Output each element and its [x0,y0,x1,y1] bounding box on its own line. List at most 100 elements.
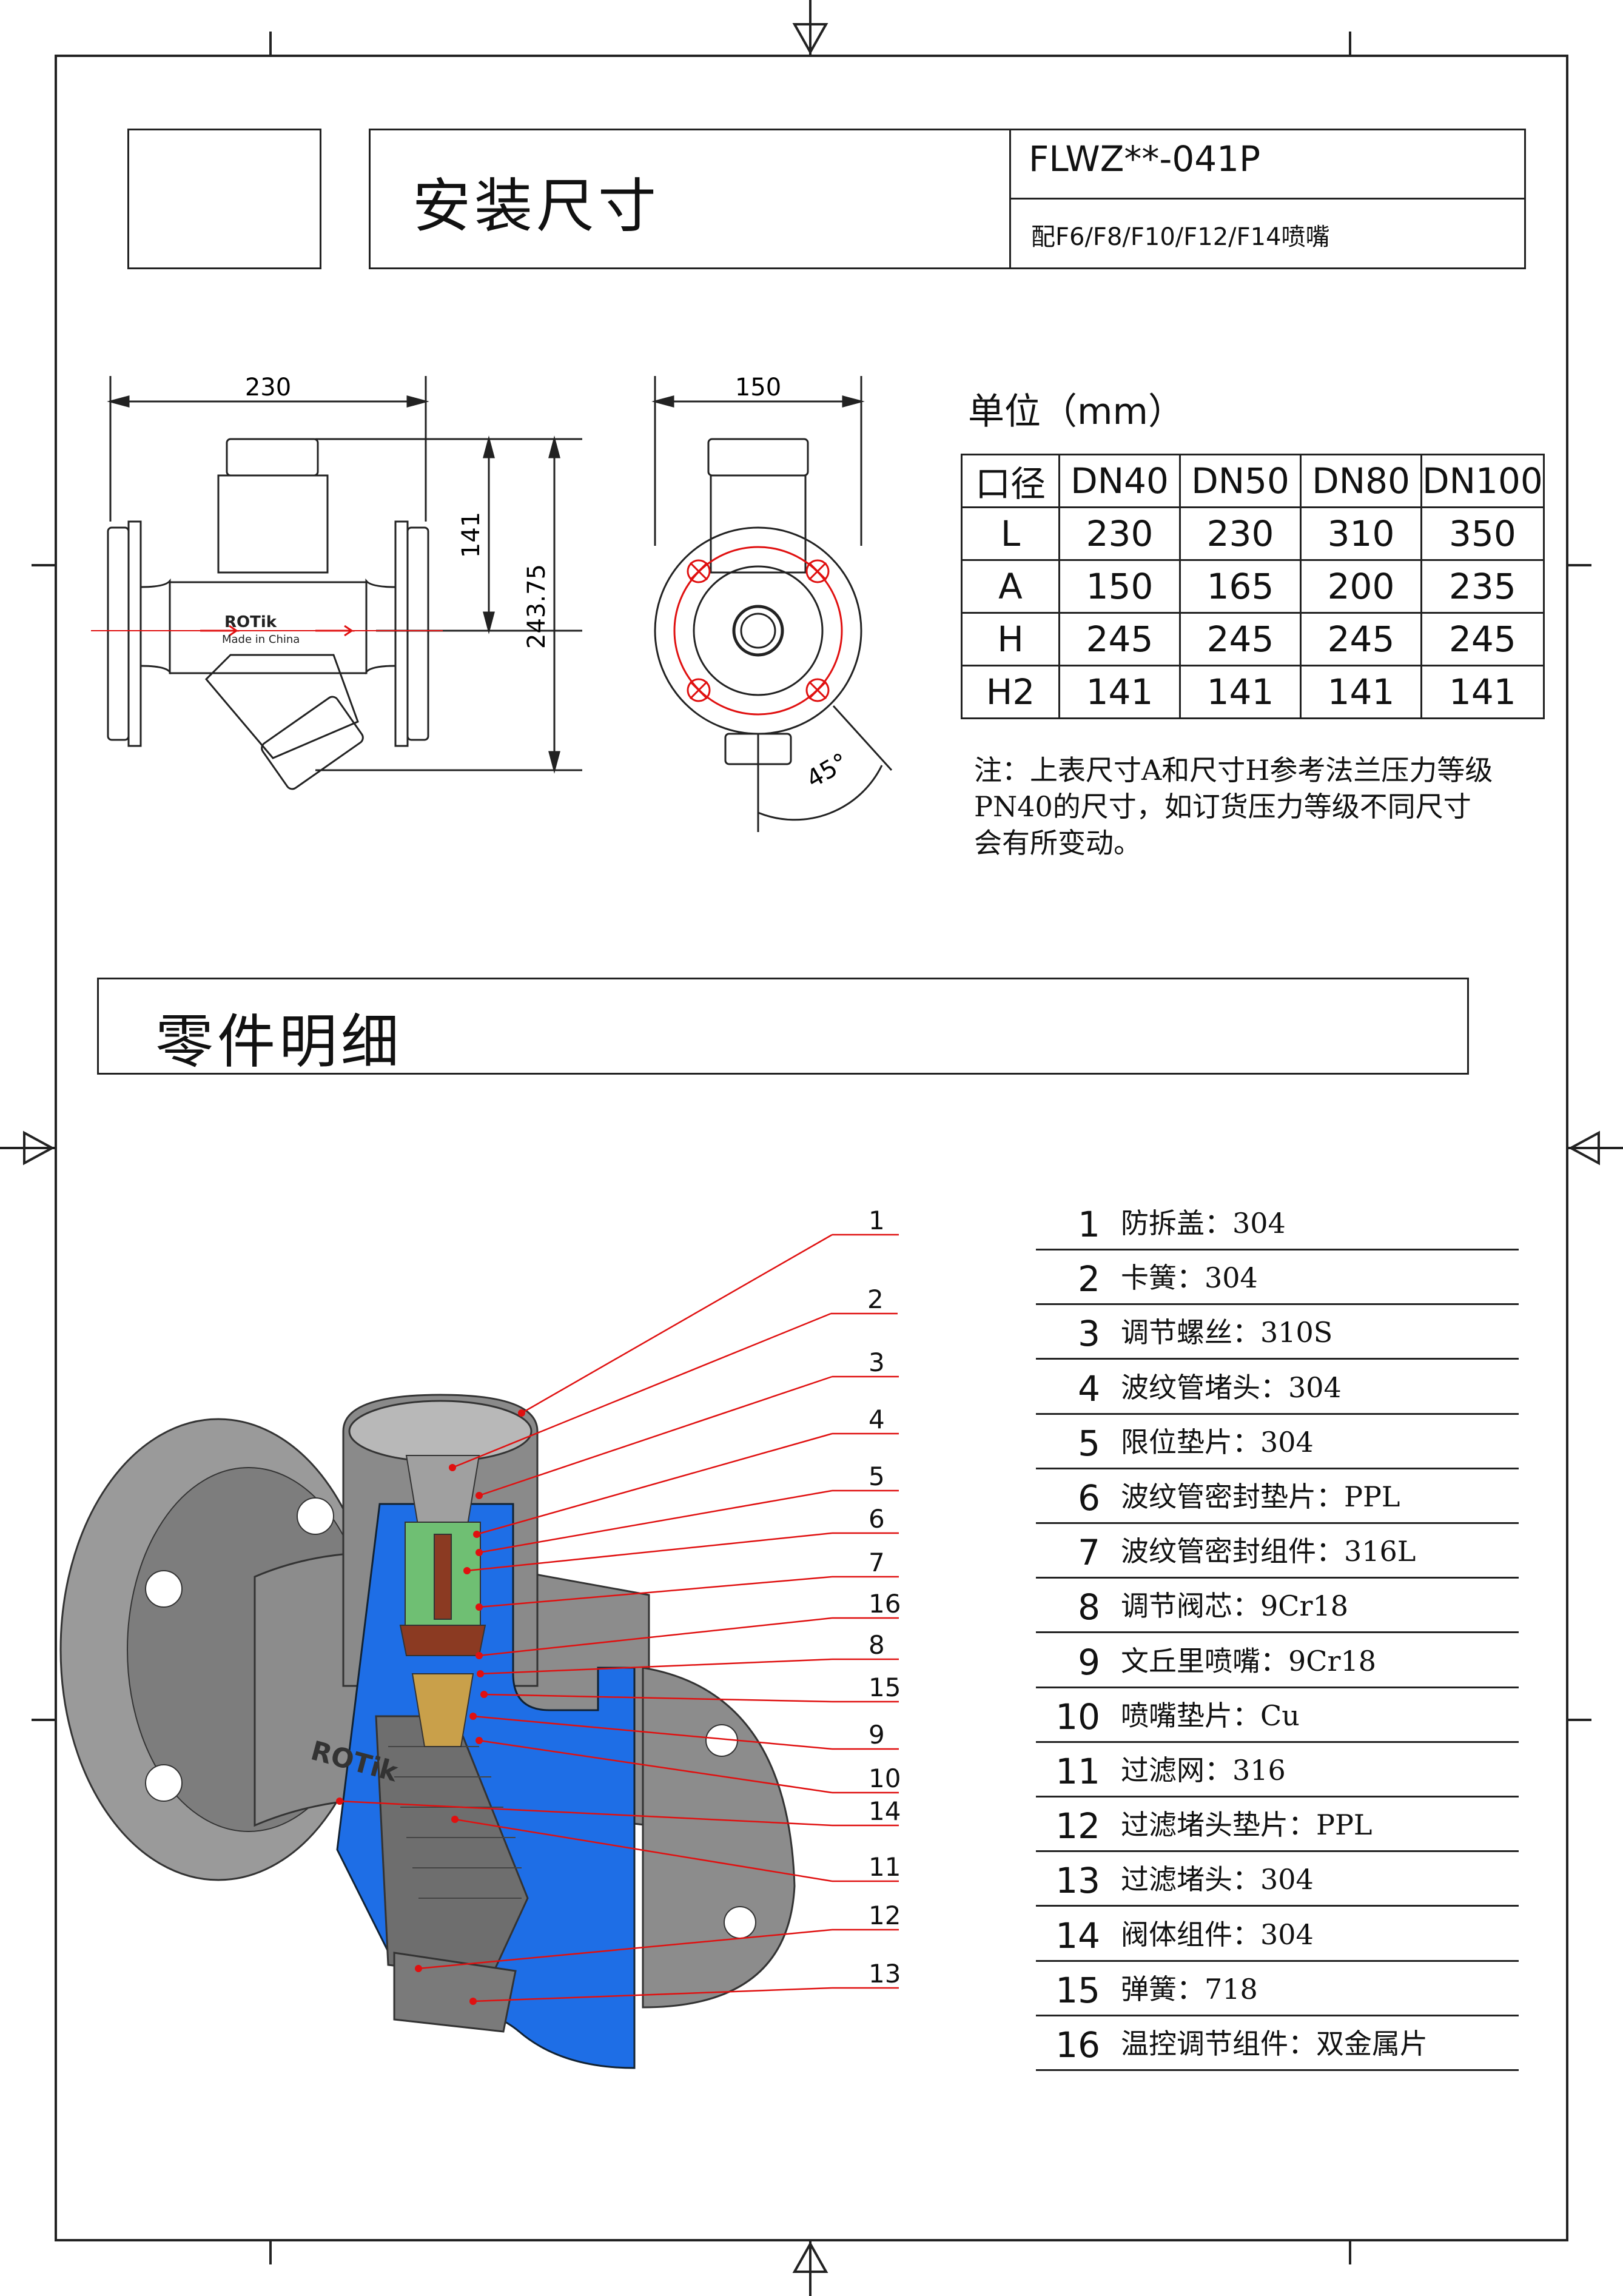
part-number: 13 [1055,1860,1100,1902]
callout-leader [479,1576,833,1608]
part-name: 调节阀芯：9Cr18 [1121,1589,1348,1623]
callout-label: 11 [869,1852,901,1882]
dim-side-width: 150 [735,374,781,401]
part-number: 1 [1078,1204,1100,1245]
callout-leader [483,1693,833,1703]
part-name: 阀体组件：304 [1121,1918,1314,1951]
callout-dot [475,1737,483,1744]
callout-label: 7 [869,1548,885,1577]
part-number: 15 [1055,1969,1100,2011]
part-name: 文丘里喷嘴：9Cr18 [1121,1644,1376,1677]
page-title: 安装尺寸 [412,172,660,240]
list-item: 14 阀体组件：304 [1036,1907,1519,1962]
callout-dot [475,1652,483,1659]
callout-dot [518,1409,525,1417]
part-name: 波纹管堵头：304 [1121,1371,1342,1404]
list-item: 13 过滤堵头：304 [1036,1852,1519,1907]
dim-front-width: 230 [245,374,291,401]
part-number: 5 [1078,1422,1100,1464]
list-item: 10 喷嘴垫片：Cu [1036,1688,1519,1743]
callout-dot [475,1492,483,1499]
part-name: 防拆盖：304 [1121,1207,1286,1240]
callout-leader [479,1617,833,1657]
part-name: 卡簧：304 [1121,1261,1258,1295]
callout-leader [454,1818,833,1882]
nozzle-brass [411,1673,474,1747]
part-name: 过滤网：316 [1121,1754,1286,1787]
callout-label: 8 [869,1630,885,1660]
table-cell: 230 [1179,506,1302,561]
callout-label: 4 [869,1405,885,1434]
table-cell: H2 [961,665,1060,719]
table-cell: 310 [1300,506,1422,561]
table-header-cell: DN40 [1058,454,1181,508]
table-cell: 165 [1179,559,1302,614]
callout-leader [472,1987,833,2002]
dim-height-upper: 141 [457,512,485,558]
table-header-cell: DN100 [1420,454,1545,508]
callout-dot [475,1603,483,1611]
table-header-cell: DN50 [1179,454,1302,508]
callout-dot [415,1965,422,1972]
model-number: FLWZ**-041P [1029,138,1261,180]
callout-label: 13 [869,1959,901,1989]
callout-leader [480,1658,833,1675]
section-header-box [97,978,1469,1075]
table-cell: 141 [1300,665,1422,719]
front-brand-mark: ROTik [224,613,277,631]
callout-leader [479,1739,833,1794]
table-cell: 245 [1058,612,1181,666]
table-header-row: 口径 DN40 DN50 DN80 DN100 [961,454,1545,508]
callout-dot [473,1531,480,1538]
callout-dot [480,1691,488,1698]
unit-label: 单位（mm） [968,391,1184,433]
part-name: 喷嘴垫片：Cu [1121,1699,1300,1732]
table-cell: 235 [1420,559,1545,614]
callout-leader [479,1375,833,1497]
table-cell: 150 [1058,559,1181,614]
callout-label: 10 [869,1764,901,1793]
table-row: A 150 165 200 235 [961,559,1545,614]
part-number: 7 [1078,1532,1100,1574]
table-header-cell: 口径 [961,454,1060,508]
callout-dot [463,1567,471,1574]
part-number: 10 [1055,1696,1100,1737]
table-row: H2 141 141 141 141 [961,665,1545,719]
callout-leader [466,1532,833,1572]
table-cell: 245 [1420,612,1545,666]
part-number: 12 [1055,1805,1100,1847]
part-number: 16 [1055,2024,1100,2066]
part-number: 11 [1055,1751,1100,1792]
callout-label: 16 [869,1589,901,1619]
front-origin-mark: Made in China [222,633,300,646]
logo-placeholder [127,129,321,269]
part-number: 3 [1078,1313,1100,1355]
table-cell: 141 [1420,665,1545,719]
part-name: 过滤堵头：304 [1121,1863,1314,1896]
callout-dot [469,1998,477,2005]
callout-leader [452,1312,832,1469]
callout-leader [479,1489,833,1554]
part-number: 14 [1055,1915,1100,1956]
callout-dot [469,1713,477,1720]
table-cell: 230 [1058,506,1181,561]
callout-label: 1 [869,1206,885,1235]
table-row: L 230 230 310 350 [961,506,1545,561]
callout-label: 6 [869,1504,885,1534]
part-name: 波纹管密封垫片：PPL [1121,1480,1400,1513]
callout-label: 3 [869,1348,885,1377]
table-cell: 245 [1179,612,1302,666]
table-cell: 200 [1300,559,1422,614]
